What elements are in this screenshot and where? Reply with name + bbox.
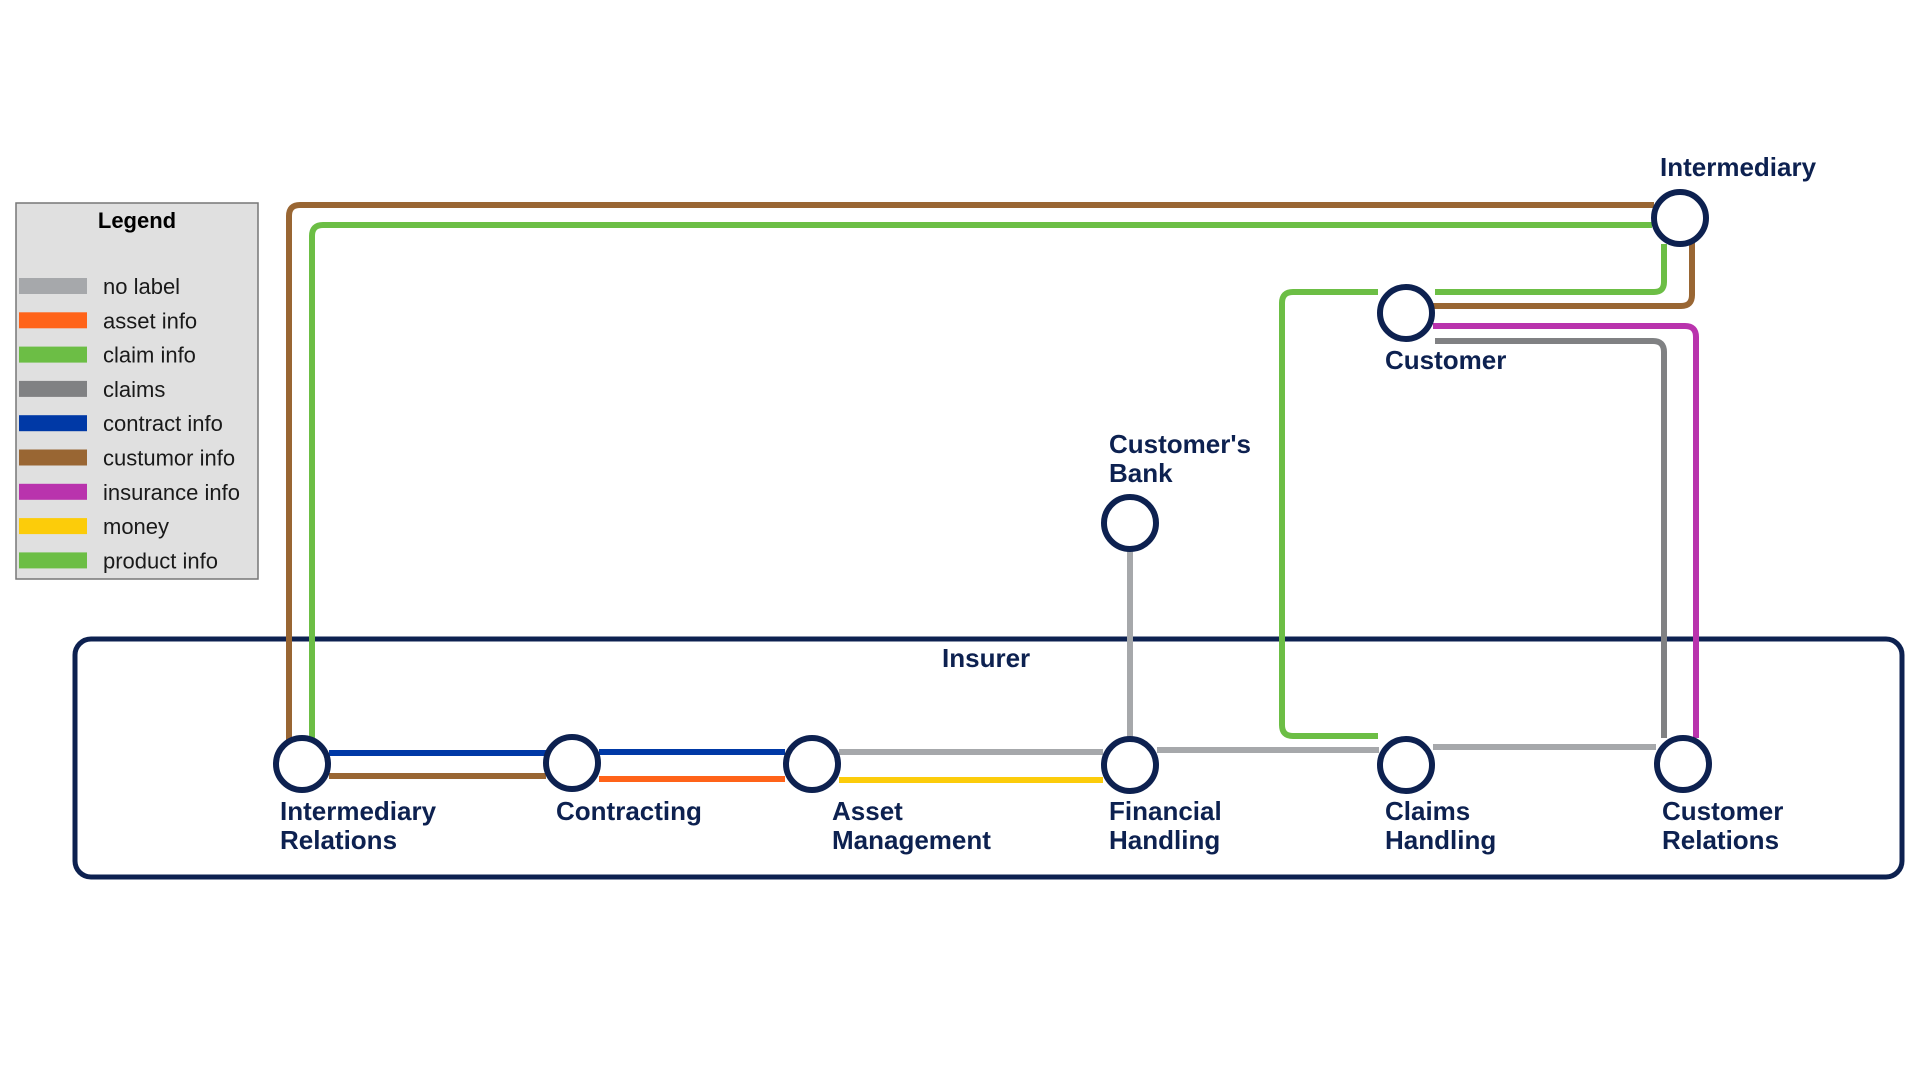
node-customer[interactable]: Customer (1377, 284, 1506, 375)
legend-item: claim info (19, 343, 196, 368)
node-contracting[interactable]: Contracting (543, 734, 702, 826)
edge-custumor-info-ir-intermediary (286, 202, 1654, 740)
nodes: IntermediaryCustomerCustomer'sBankInterm… (273, 152, 1817, 855)
edge-custumor-info-customer-intermediary (1433, 238, 1695, 309)
legend-label: no label (103, 274, 180, 299)
station-circle-icon[interactable] (1101, 494, 1159, 552)
legend-label: custumor info (103, 446, 235, 471)
station-circle-icon[interactable] (1377, 736, 1435, 794)
node-label: Customer (1385, 345, 1506, 375)
edge-claim-info-customer-intermediary (1435, 244, 1667, 295)
edge-insurance-info-customer-cr (1433, 323, 1699, 738)
legend-swatch (19, 278, 87, 294)
insurer-group-label: Insurer (942, 643, 1030, 673)
legend-item: insurance info (19, 480, 240, 505)
node-label: Bank (1109, 458, 1173, 488)
node-label: Contracting (556, 796, 702, 826)
legend-swatch (19, 483, 87, 500)
station-circle-icon[interactable] (273, 735, 331, 793)
node-label: Customer's (1109, 429, 1251, 459)
legend-item: custumor info (19, 446, 235, 471)
edge-claims-customer-cr (1435, 338, 1667, 738)
legend-item: asset info (19, 308, 197, 333)
legend-item: no label (19, 274, 180, 299)
legend-swatch (19, 346, 87, 363)
node-label: Handling (1385, 825, 1496, 855)
legend-label: product info (103, 548, 218, 573)
edge-claim-info-ch-customer (1279, 289, 1378, 739)
legend-label: claims (103, 377, 165, 402)
edge-product-info-ir-intermediary (309, 222, 1652, 740)
legend: Legend no label asset info claim info claim… (15, 202, 259, 580)
legend-item: contract info (19, 411, 223, 436)
node-label: Financial (1109, 796, 1222, 826)
legend-item: product info (19, 548, 218, 573)
node-intermediary[interactable]: Intermediary (1651, 152, 1817, 247)
station-circle-icon[interactable] (1377, 284, 1435, 342)
legend-swatch (19, 312, 87, 329)
legend-swatch (19, 380, 87, 397)
node-label: Asset (832, 796, 903, 826)
station-circle-icon[interactable] (1101, 736, 1159, 794)
node-label: Handling (1109, 825, 1220, 855)
legend-item: money (19, 514, 169, 539)
station-circle-icon[interactable] (1651, 189, 1709, 247)
legend-swatch (19, 518, 87, 535)
legend-label: asset info (103, 308, 197, 333)
station-circle-icon[interactable] (783, 735, 841, 793)
insurer-group-box (72, 636, 1905, 880)
legend-label: money (103, 514, 169, 539)
station-circle-icon[interactable] (543, 734, 601, 792)
node-label: Intermediary (280, 796, 437, 826)
node-label: Relations (1662, 825, 1779, 855)
node-label: Customer (1662, 796, 1783, 826)
node-label: Claims (1385, 796, 1470, 826)
legend-swatch (19, 449, 87, 466)
node-label: Relations (280, 825, 397, 855)
legend-items: no label asset info claim info claims contra… (19, 274, 240, 573)
station-circle-icon[interactable] (1654, 735, 1712, 793)
legend-title: Legend (98, 208, 176, 233)
edges (286, 202, 1699, 783)
node-label: Management (832, 825, 991, 855)
legend-label: insurance info (103, 480, 240, 505)
legend-label: contract info (103, 411, 223, 436)
legend-label: claim info (103, 343, 196, 368)
insurer-group: Insurer (72, 636, 1905, 880)
legend-item: claims (19, 377, 165, 402)
node-label: Intermediary (1660, 152, 1817, 182)
legend-swatch (19, 415, 87, 432)
legend-swatch (19, 552, 87, 569)
